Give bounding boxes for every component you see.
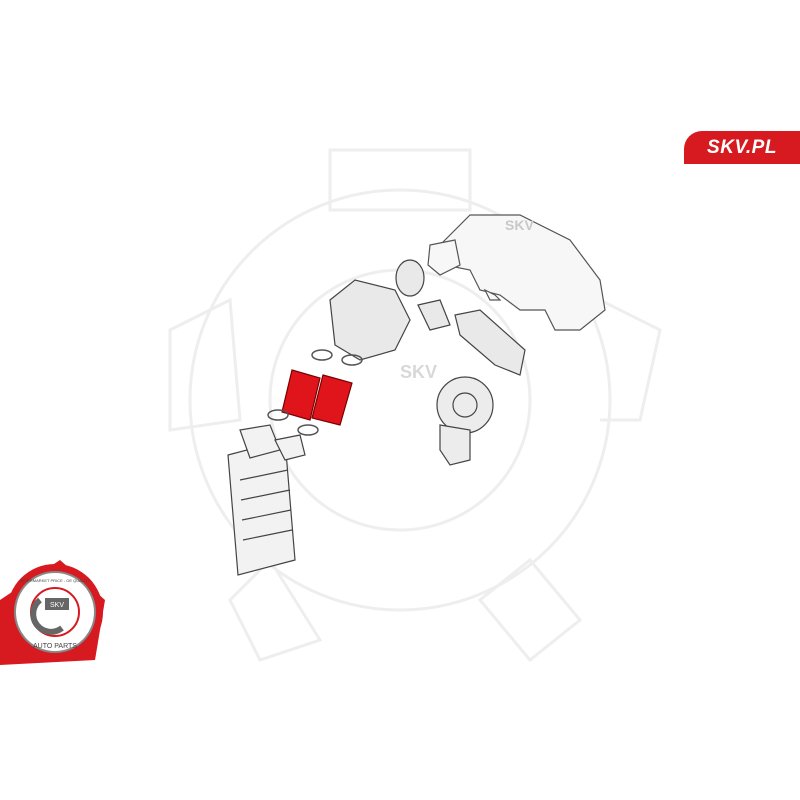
throttle-housing	[329, 259, 526, 376]
badge-bottom-text: AUTO PARTS	[33, 643, 77, 650]
hose-clamps	[267, 349, 363, 436]
watermark-gear	[168, 148, 662, 663]
turbocharger	[436, 376, 494, 466]
watermark-text: SKV	[505, 217, 534, 233]
brand-logo-text: SKV.PL	[707, 136, 777, 158]
intake-manifold	[427, 214, 606, 331]
intercooler	[227, 424, 306, 576]
watermark-text-2: SKV	[400, 362, 437, 382]
skv-auto-parts-badge: SKV AFTERMARKET PRICE - OE QUALITY AUTO …	[0, 560, 105, 665]
brand-logo-tab: SKV.PL	[684, 131, 800, 164]
charge-air-hoses	[281, 369, 353, 426]
badge-top-text: AFTERMARKET PRICE - OE QUALITY	[20, 578, 91, 583]
badge-center-text: SKV	[50, 602, 64, 609]
